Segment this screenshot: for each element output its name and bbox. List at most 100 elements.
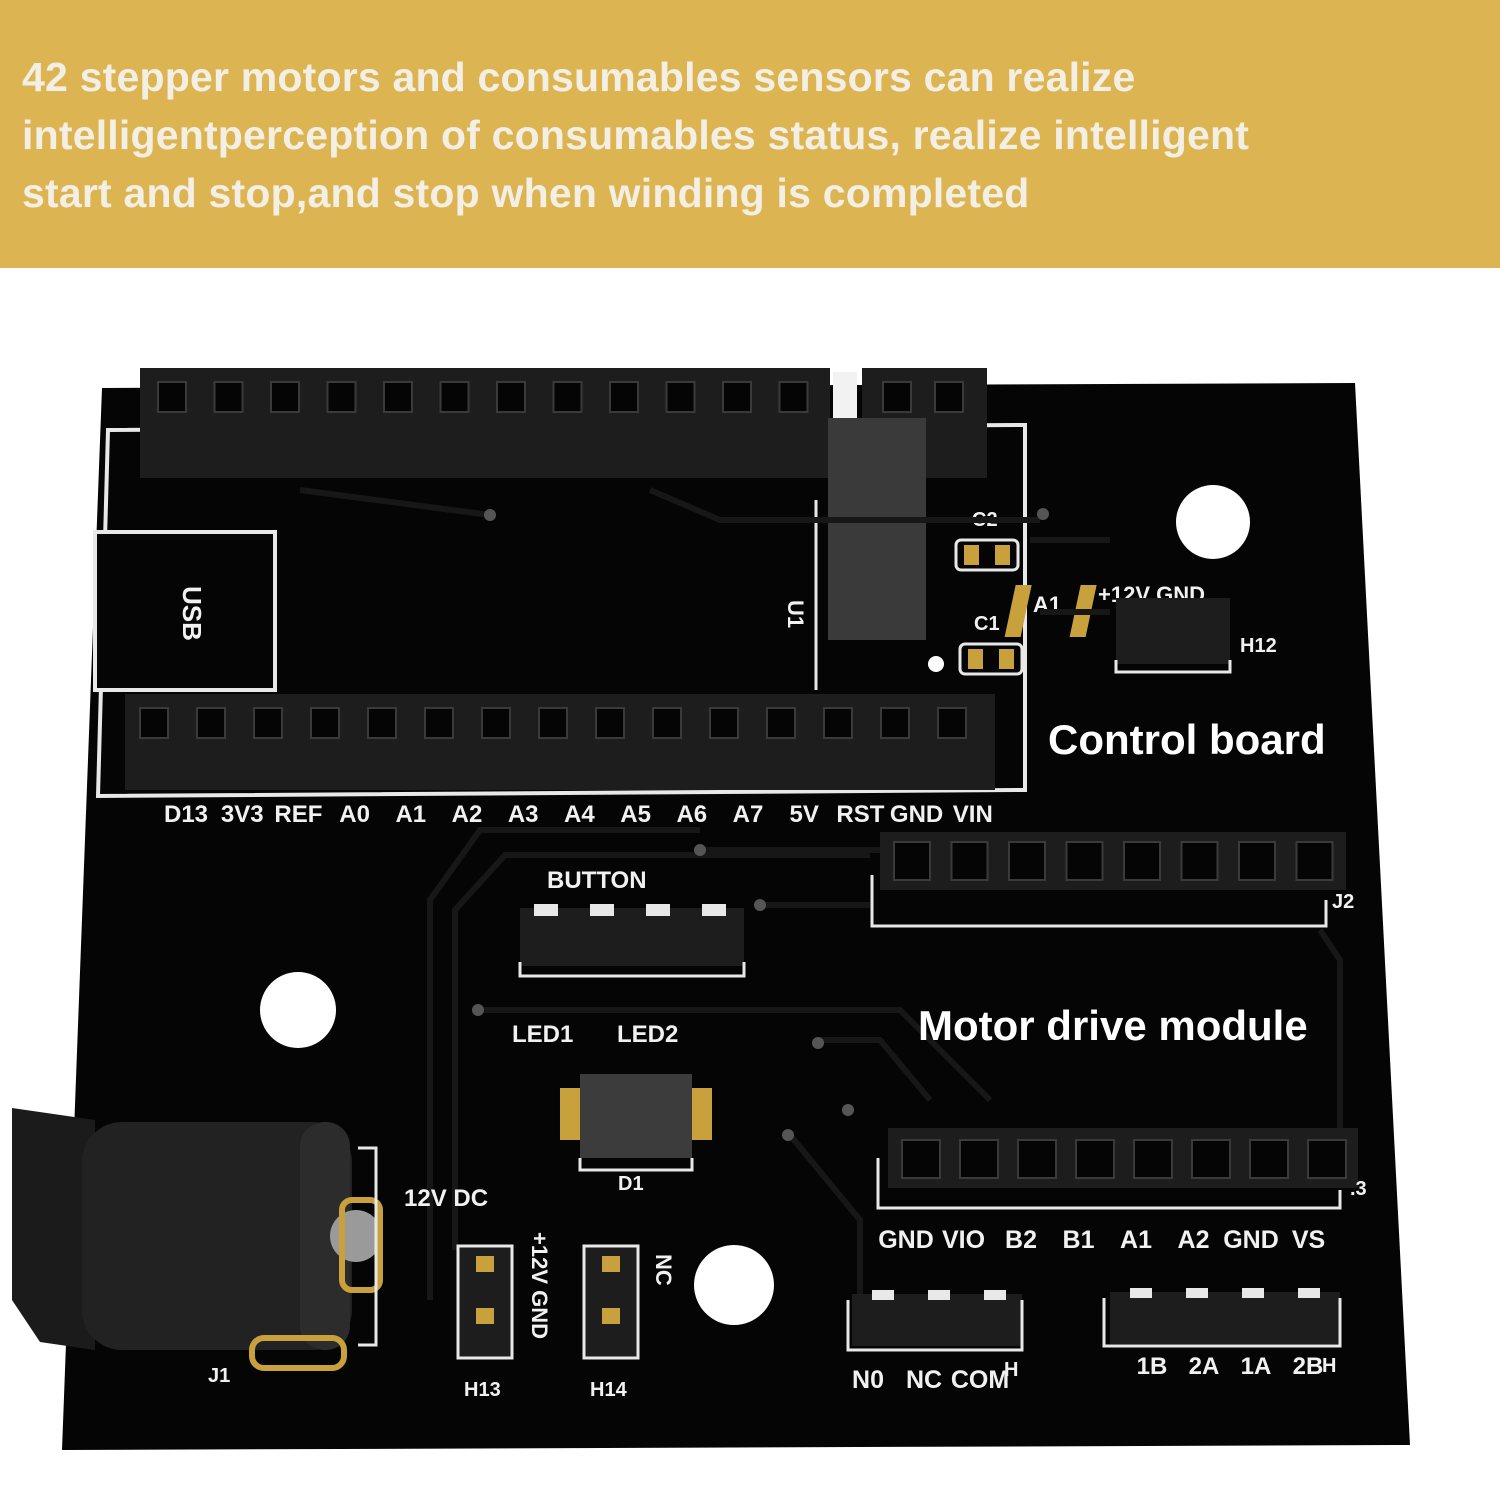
pin-label: GND	[890, 801, 943, 828]
switch-pin-labels: N0 NC COM	[852, 1366, 1009, 1394]
capacitor-c1	[958, 642, 1024, 676]
socket	[213, 381, 244, 413]
h13-header	[456, 1244, 514, 1360]
pin-label: D13	[164, 801, 208, 828]
socket	[1065, 841, 1104, 881]
socket	[424, 707, 454, 739]
mount-hole-left	[260, 972, 336, 1048]
pin-label: VIN	[953, 801, 993, 828]
capacitor-c2	[954, 538, 1020, 572]
led1-label: LED1	[512, 1021, 573, 1048]
h13-pins-label: +12V GND	[527, 1232, 552, 1339]
pin-label: B2	[1005, 1226, 1037, 1254]
usb-outline	[93, 530, 277, 692]
j3-outline	[876, 1158, 1342, 1210]
led2-label: LED2	[617, 1021, 678, 1048]
pin-label: GND	[1223, 1226, 1279, 1254]
pin-label: A2	[1178, 1226, 1210, 1254]
socket	[652, 707, 682, 739]
socket	[496, 381, 526, 413]
button-label: BUTTON	[547, 867, 647, 894]
usb-label: USB	[177, 586, 207, 641]
stepper-header-label: H	[1322, 1355, 1336, 1377]
top-header-sockets	[157, 381, 964, 413]
socket	[665, 381, 696, 413]
pin-label: A7	[733, 801, 764, 828]
pin-label: A0	[339, 801, 370, 828]
socket	[270, 381, 300, 413]
socket	[1008, 841, 1046, 881]
top-banner: 42 stepper motors and consumables sensor…	[0, 0, 1500, 268]
pin-label: COM	[951, 1366, 1009, 1394]
c1-label: C1	[974, 613, 1000, 635]
h14-header	[582, 1244, 640, 1360]
bottom-header-sockets	[139, 707, 967, 739]
pin1-dot	[928, 656, 944, 672]
j3-header-sockets	[901, 1139, 1347, 1179]
switch-header	[846, 1290, 1024, 1352]
j3-label: .3	[1350, 1178, 1367, 1200]
socket	[766, 707, 796, 739]
socket	[196, 707, 226, 739]
h14-label: H14	[590, 1379, 628, 1401]
pin-label: 5V	[790, 801, 819, 828]
socket	[1249, 1139, 1289, 1179]
socket	[383, 381, 413, 413]
socket	[1295, 841, 1334, 881]
pin-label: A4	[564, 801, 595, 828]
socket	[823, 707, 853, 739]
socket	[1191, 1139, 1231, 1179]
pin-label: A3	[508, 801, 539, 828]
vias	[472, 508, 1049, 1141]
u1-label: U1	[783, 600, 808, 628]
pin-label: A5	[620, 801, 651, 828]
socket	[722, 381, 752, 413]
banner-text: 42 stepper motors and consumables sensor…	[22, 54, 1250, 216]
pin-label: 2B	[1293, 1353, 1324, 1380]
socket	[552, 381, 583, 413]
switch-header-label: H	[1004, 1359, 1018, 1381]
socket	[253, 707, 283, 739]
pin-label: B1	[1063, 1226, 1095, 1254]
socket	[934, 381, 964, 413]
j2-header-strip	[880, 832, 1346, 890]
h14-pins-label: NC	[651, 1254, 676, 1286]
pin-label: NC	[906, 1366, 942, 1394]
pin-label: RST	[836, 801, 884, 828]
button-header	[518, 904, 746, 978]
socket	[1180, 841, 1219, 881]
socket	[1075, 1139, 1115, 1179]
socket	[1238, 841, 1276, 881]
socket	[439, 381, 470, 413]
stepper-header	[1102, 1288, 1342, 1348]
h13-label: H13	[464, 1379, 501, 1401]
pin-label: VIO	[942, 1226, 985, 1254]
j2-header-sockets	[893, 841, 1334, 881]
pin-label: A2	[452, 801, 483, 828]
socket	[609, 381, 639, 413]
j2-label: J2	[1332, 891, 1354, 913]
dc-label: 12V DC	[404, 1185, 488, 1212]
socket	[595, 707, 625, 739]
pin-label: N0	[852, 1366, 884, 1394]
socket	[959, 1139, 999, 1179]
module-gray-block	[828, 418, 926, 640]
d1-label: D1	[618, 1173, 644, 1195]
mount-hole-bottom	[694, 1245, 774, 1325]
socket	[1133, 1139, 1173, 1179]
socket	[310, 707, 340, 739]
h12-label: H12	[1240, 635, 1277, 657]
pin-label: VS	[1292, 1226, 1325, 1254]
mount-hole-top-right	[1176, 485, 1250, 559]
socket	[538, 707, 568, 739]
pcb-traces	[299, 487, 1343, 1300]
socket	[367, 707, 397, 739]
pin-label: 3V3	[221, 801, 264, 828]
socket	[778, 381, 809, 413]
j1-label: J1	[208, 1365, 230, 1387]
motor-drive-title: Motor drive module	[918, 1002, 1308, 1049]
control-board-title: Control board	[1048, 716, 1326, 763]
